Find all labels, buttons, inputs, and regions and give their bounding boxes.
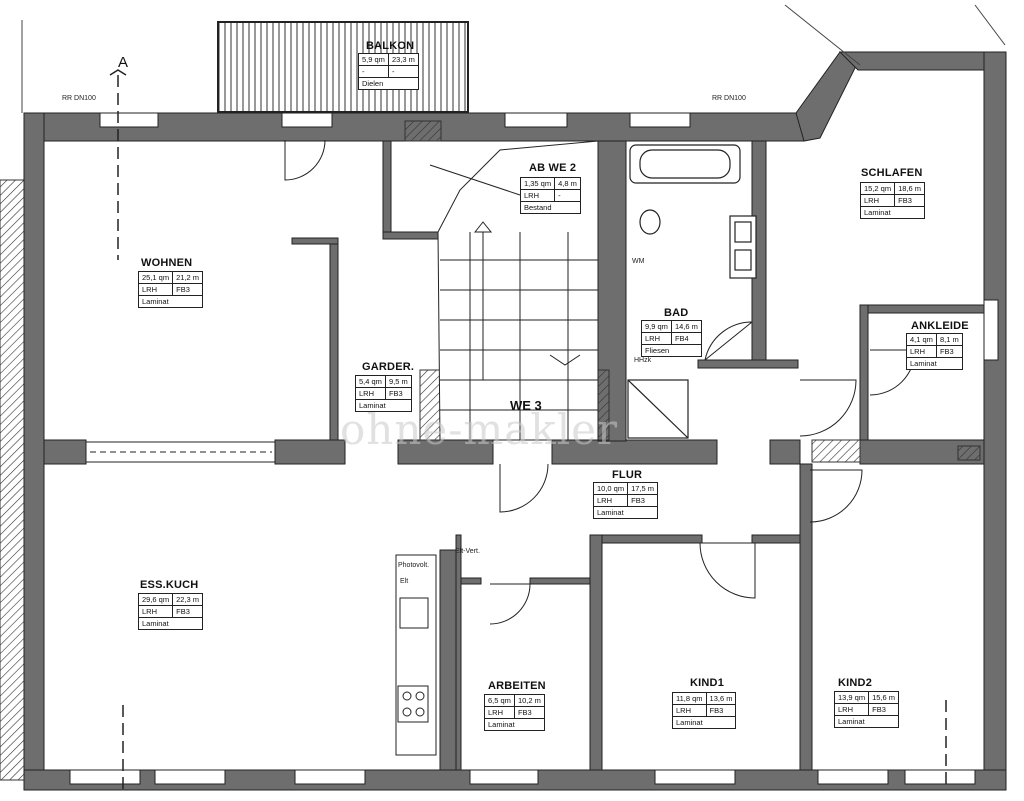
bathroom-fixtures	[627, 144, 757, 439]
hhzk-label: HHzk	[634, 357, 652, 364]
room-bad-title: BAD	[664, 307, 689, 319]
kitchen-counter	[395, 554, 437, 756]
elt-label: Elt	[400, 578, 409, 585]
downpipe-label-left: RR DN100	[62, 95, 96, 102]
room-schlafen-title: SCHLAFEN	[861, 167, 923, 179]
wm-label: WM	[632, 258, 645, 265]
balcony	[217, 21, 469, 113]
photovolt-label: Photovolt.	[398, 562, 430, 569]
interior-walls	[43, 140, 985, 771]
elt-vert-label: Elt-Vert.	[455, 548, 480, 555]
room-flur-title: FLUR	[612, 469, 643, 481]
misc-lines	[21, 4, 1006, 113]
neighbor-wall-left	[0, 179, 25, 781]
section-line-a	[109, 69, 947, 790]
downpipe-label-right: RR DN100	[712, 95, 746, 102]
room-ankleide-title: ANKLEIDE	[911, 320, 969, 332]
windows	[69, 112, 999, 785]
section-mark: A	[118, 54, 129, 71]
room-balkon-title: BALKON	[366, 40, 415, 52]
wall-opening	[85, 441, 276, 463]
room-garder-title: GARDER.	[362, 361, 415, 373]
room-kind1-title: KIND1	[690, 677, 725, 689]
staircase	[429, 140, 599, 441]
room-wohnen-title: WOHNEN	[141, 257, 193, 269]
unit-label: WE 3	[510, 398, 542, 413]
room-arbeiten-title: ARBEITEN	[488, 680, 546, 692]
room-ab-we2-title: AB WE 2	[529, 162, 577, 174]
room-ess-kuch-title: ESS.KUCH	[140, 579, 199, 591]
hatched-elements	[404, 120, 981, 463]
room-kind2-title: KIND2	[838, 677, 873, 689]
